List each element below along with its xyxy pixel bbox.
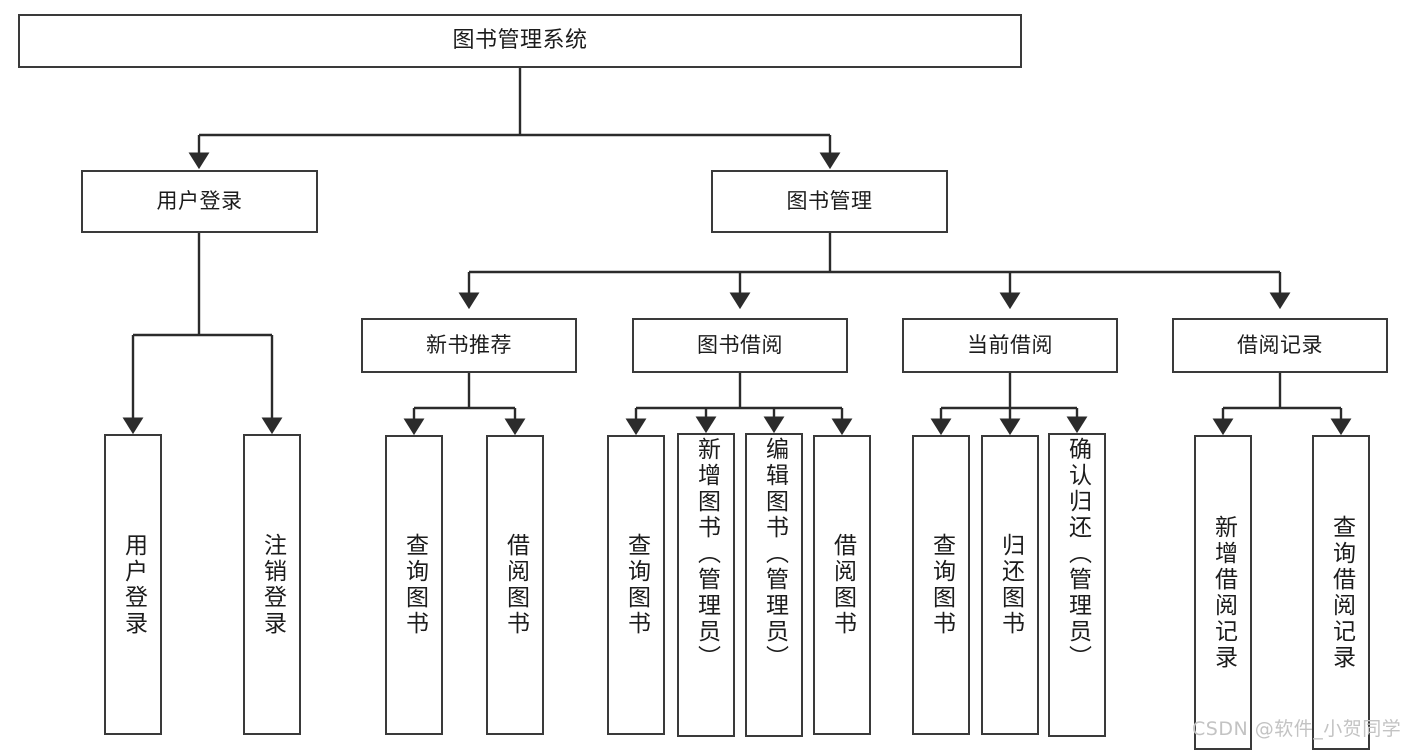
node-label: 图书借阅 — [697, 333, 783, 358]
watermark-csdn: CSDN @软件_小贺同学 — [1192, 718, 1402, 740]
leaf-new-book-borrow[interactable]: 借阅图书 — [486, 435, 544, 735]
node-label: 查询图书 — [928, 533, 955, 637]
node-label: 新书推荐 — [426, 333, 512, 358]
node-label: 借阅图书 — [829, 533, 856, 637]
node-root-system[interactable]: 图书管理系统 — [18, 14, 1022, 68]
node-user-login[interactable]: 用户登录 — [81, 170, 318, 233]
node-label: 用户登录 — [120, 532, 147, 637]
leaf-book-borrow-borrow[interactable]: 借阅图书 — [813, 435, 871, 735]
node-book-borrow[interactable]: 图书借阅 — [632, 318, 848, 373]
node-label: 查询图书 — [401, 533, 428, 637]
node-borrow-record[interactable]: 借阅记录 — [1172, 318, 1388, 373]
node-new-book-recommend[interactable]: 新书推荐 — [361, 318, 577, 373]
leaf-book-borrow-edit[interactable]: 编辑图书（管理员） — [745, 433, 803, 737]
leaf-new-book-query[interactable]: 查询图书 — [385, 435, 443, 735]
node-current-borrow[interactable]: 当前借阅 — [902, 318, 1118, 373]
leaf-borrow-record-add[interactable]: 新增借阅记录 — [1194, 435, 1252, 750]
node-label: 借阅记录 — [1237, 333, 1323, 358]
node-label: 新增图书（管理员） — [693, 437, 720, 671]
leaf-current-borrow-return[interactable]: 归还图书 — [981, 435, 1039, 735]
node-label: 编辑图书（管理员） — [761, 437, 788, 671]
leaf-book-borrow-query[interactable]: 查询图书 — [607, 435, 665, 735]
node-book-management[interactable]: 图书管理 — [711, 170, 948, 233]
node-label: 图书管理系统 — [452, 28, 588, 54]
leaf-current-borrow-query[interactable]: 查询图书 — [912, 435, 970, 735]
leaf-book-borrow-add[interactable]: 新增图书（管理员） — [677, 433, 735, 737]
node-label: 确认归还（管理员） — [1064, 437, 1091, 671]
node-label: 注销登录 — [259, 532, 286, 637]
node-label: 查询图书 — [623, 533, 650, 637]
node-label: 查询借阅记录 — [1328, 514, 1355, 671]
node-label: 图书管理 — [786, 189, 873, 214]
node-label: 当前借阅 — [967, 333, 1053, 358]
leaf-user-login-login[interactable]: 用户登录 — [104, 434, 162, 735]
node-label: 用户登录 — [156, 189, 243, 214]
node-label: 归还图书 — [997, 533, 1024, 637]
leaf-borrow-record-query[interactable]: 查询借阅记录 — [1312, 435, 1370, 750]
leaf-user-login-logout[interactable]: 注销登录 — [243, 434, 301, 735]
leaf-current-borrow-confirm-return[interactable]: 确认归还（管理员） — [1048, 433, 1106, 737]
node-label: 新增借阅记录 — [1210, 514, 1237, 671]
node-label: 借阅图书 — [502, 533, 529, 637]
